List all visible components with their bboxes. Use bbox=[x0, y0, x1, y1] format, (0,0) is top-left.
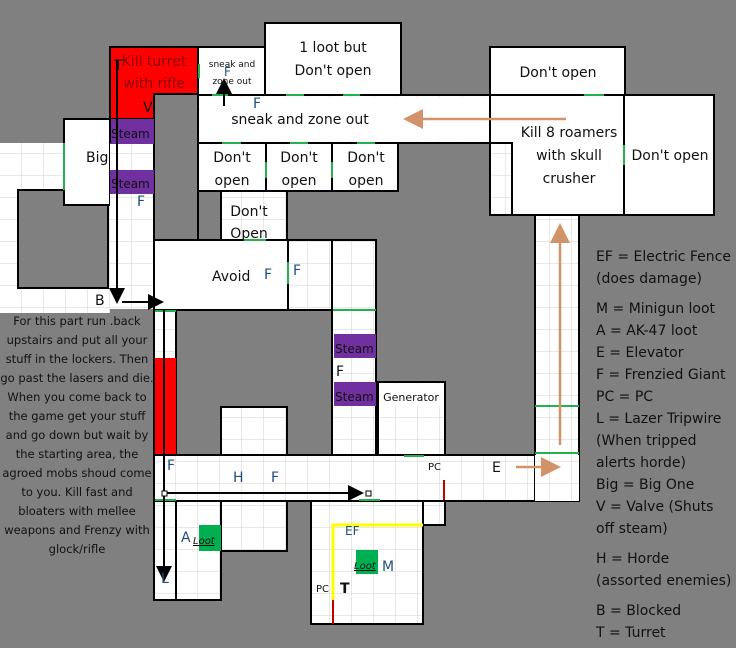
label-generator: Generator bbox=[383, 391, 439, 404]
marker-frenzied-6: F bbox=[336, 364, 344, 380]
marker-elevator: E bbox=[492, 460, 501, 476]
label-big: Big bbox=[86, 150, 108, 166]
marker-turret: T bbox=[113, 58, 123, 74]
label-loot-ak47: Loot bbox=[193, 536, 216, 547]
room-dont-open-4 bbox=[220, 190, 288, 242]
marker-frenzied-5: F bbox=[293, 263, 301, 279]
label-kill-turret: Kill turret bbox=[122, 54, 187, 70]
label-sneak-small-1: sneak and bbox=[209, 60, 255, 70]
marker-frenzied-4: F bbox=[264, 267, 272, 283]
loot-ak47 bbox=[199, 525, 221, 551]
room-sneak-small bbox=[197, 46, 266, 96]
marker-turret-2: T bbox=[340, 581, 350, 597]
room-dont-open-right bbox=[623, 94, 715, 216]
label-steam-1: Steam bbox=[111, 127, 150, 141]
pillar-center bbox=[153, 93, 199, 245]
marker-frenzied-1: F bbox=[137, 194, 145, 210]
label-sneak-corridor: sneak and zone out bbox=[231, 112, 369, 128]
label-dont-3b: open bbox=[349, 173, 384, 189]
steam-zone-3 bbox=[334, 334, 376, 358]
legend-item: F = Frenzied Giant bbox=[596, 367, 726, 383]
label-dont-1b: open bbox=[215, 173, 250, 189]
label-dont-4b: Open bbox=[230, 226, 267, 242]
legend-item: H = Horde bbox=[596, 551, 670, 567]
label-steam-2: Steam bbox=[111, 177, 150, 191]
label-roamers-3: crusher bbox=[543, 171, 596, 187]
instructions-note: For this part run .back upstairs and put… bbox=[0, 314, 154, 556]
doors bbox=[155, 64, 625, 501]
marker-frenzied-8: F bbox=[271, 470, 279, 486]
legend-item: (does damage) bbox=[596, 271, 702, 287]
label-avoid: Avoid bbox=[212, 269, 250, 285]
marker-horde: H bbox=[233, 470, 244, 486]
pillar-left bbox=[17, 189, 109, 289]
legend: EF = Electric Fence (does damage) M = Mini… bbox=[596, 246, 736, 644]
marker-minigun: M bbox=[382, 559, 394, 575]
label-loot-minigun: Loot bbox=[354, 561, 377, 572]
label-steam-3: Steam bbox=[335, 342, 374, 356]
label-1-loot: 1 loot but bbox=[299, 40, 367, 56]
legend-item: M = Minigun loot bbox=[596, 301, 716, 317]
legend-item: (When tripped bbox=[596, 433, 697, 449]
marker-valve: V bbox=[143, 100, 153, 116]
legend-item: E = Elevator bbox=[596, 345, 684, 361]
label-roamers-2: with skull bbox=[536, 148, 602, 164]
legend-item: off steam) bbox=[596, 521, 668, 537]
marker-frenzied-3: F bbox=[253, 96, 261, 112]
label-roamers-1: Kill 8 roamers bbox=[521, 125, 618, 141]
loot-minigun bbox=[356, 550, 378, 574]
room-big bbox=[63, 118, 111, 206]
room-dont-open-top bbox=[489, 46, 626, 96]
label-dont-open-right: Don't open bbox=[632, 148, 709, 164]
route-arrows bbox=[109, 60, 364, 582]
legend-item: A = AK-47 loot bbox=[596, 323, 698, 339]
legend-item: (assorted enemies) bbox=[596, 573, 732, 589]
marker-frenzied-2: F bbox=[224, 65, 231, 79]
legend-item: L = Lazer Tripwire bbox=[596, 411, 722, 427]
room-1-loot bbox=[264, 22, 402, 96]
marker-ak47: A bbox=[181, 530, 191, 546]
elevator-route bbox=[403, 109, 570, 477]
legend-item: V = Valve (Shuts bbox=[596, 499, 714, 515]
legend-item: B = Blocked bbox=[596, 603, 682, 619]
marker-electric-fence: EF bbox=[345, 524, 360, 538]
label-1-loot-2: Don't open bbox=[295, 63, 372, 79]
marker-blocked: B bbox=[95, 293, 105, 309]
room-dont-open-3 bbox=[331, 142, 399, 192]
label-steam-4: Steam bbox=[335, 390, 374, 404]
label-dont-open-top: Don't open bbox=[520, 65, 597, 81]
label-dont-4a: Don't bbox=[230, 204, 268, 220]
label-dont-1a: Don't bbox=[213, 150, 251, 166]
room-dont-open-1 bbox=[197, 142, 267, 192]
label-sneak-small-2: zone out bbox=[212, 77, 252, 87]
legend-item: Big = Big One bbox=[596, 477, 695, 493]
electric-fence bbox=[331, 523, 423, 600]
label-dont-3a: Don't bbox=[347, 150, 385, 166]
marker-laser: L bbox=[161, 571, 169, 587]
steam-zone-4 bbox=[334, 382, 376, 406]
label-kill-turret-2: with rifle bbox=[123, 76, 184, 92]
legend-item: T = Turret bbox=[596, 625, 666, 641]
legend-item: PC = PC bbox=[596, 389, 654, 405]
label-dont-2b: open bbox=[282, 173, 317, 189]
marker-frenzied-7: F bbox=[167, 458, 175, 474]
legend-item: alerts horde) bbox=[596, 455, 686, 471]
label-dont-2a: Don't bbox=[280, 150, 318, 166]
marker-pc-1: PC bbox=[428, 462, 441, 473]
marker-pc-2: PC bbox=[316, 584, 329, 595]
danger-zone bbox=[155, 358, 176, 454]
legend-item: EF = Electric Fence bbox=[596, 249, 731, 265]
